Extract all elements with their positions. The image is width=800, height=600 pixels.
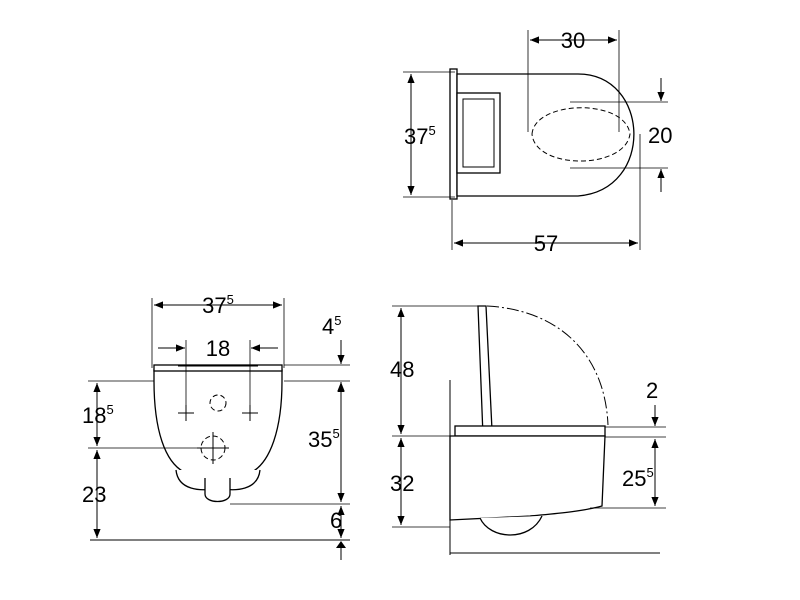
top-wall-plate — [449, 68, 458, 200]
front-bowl-body — [153, 369, 283, 479]
top-offset-label: 20 — [648, 123, 672, 148]
top-bowl-outline — [456, 73, 635, 197]
side-trap — [479, 515, 543, 536]
top-cistern-block — [456, 92, 501, 174]
side-view: 48 32 2 255 — [390, 305, 666, 555]
front-rim-label: 45 — [322, 313, 341, 339]
front-seat-rim — [153, 364, 283, 372]
front-view: 375 18 45 355 6 185 23 — [82, 292, 350, 560]
side-outlet-height-label: 255 — [622, 465, 654, 491]
front-fixing-left — [178, 405, 194, 421]
side-seat-label: 2 — [646, 378, 658, 403]
front-width-label: 375 — [202, 292, 234, 318]
side-lid-height-label: 48 — [390, 357, 414, 382]
side-bowl — [449, 435, 606, 521]
front-bowl-height-label: 355 — [308, 426, 340, 452]
top-length-label: 57 — [534, 231, 558, 256]
side-seat — [454, 425, 606, 437]
top-view: 375 30 20 57 — [403, 28, 672, 256]
front-water-inlet — [209, 394, 227, 412]
top-opening-label: 30 — [561, 28, 585, 53]
front-outlet-height-label: 23 — [82, 482, 106, 507]
front-floor-arrow-head — [336, 541, 346, 548]
top-cistern-inner — [462, 98, 495, 168]
front-fixing-right — [242, 405, 258, 421]
front-floor-label: 6 — [330, 508, 342, 533]
top-width-label: 375 — [404, 123, 436, 149]
side-bowl-height-label: 32 — [390, 471, 414, 496]
front-outlet — [204, 478, 231, 503]
side-raised-lid — [477, 305, 493, 438]
top-bowl-opening — [531, 107, 631, 162]
side-lid-swing-arc — [486, 305, 609, 426]
front-fixing-height-label: 185 — [82, 402, 114, 428]
front-spacing-label: 18 — [206, 336, 230, 361]
